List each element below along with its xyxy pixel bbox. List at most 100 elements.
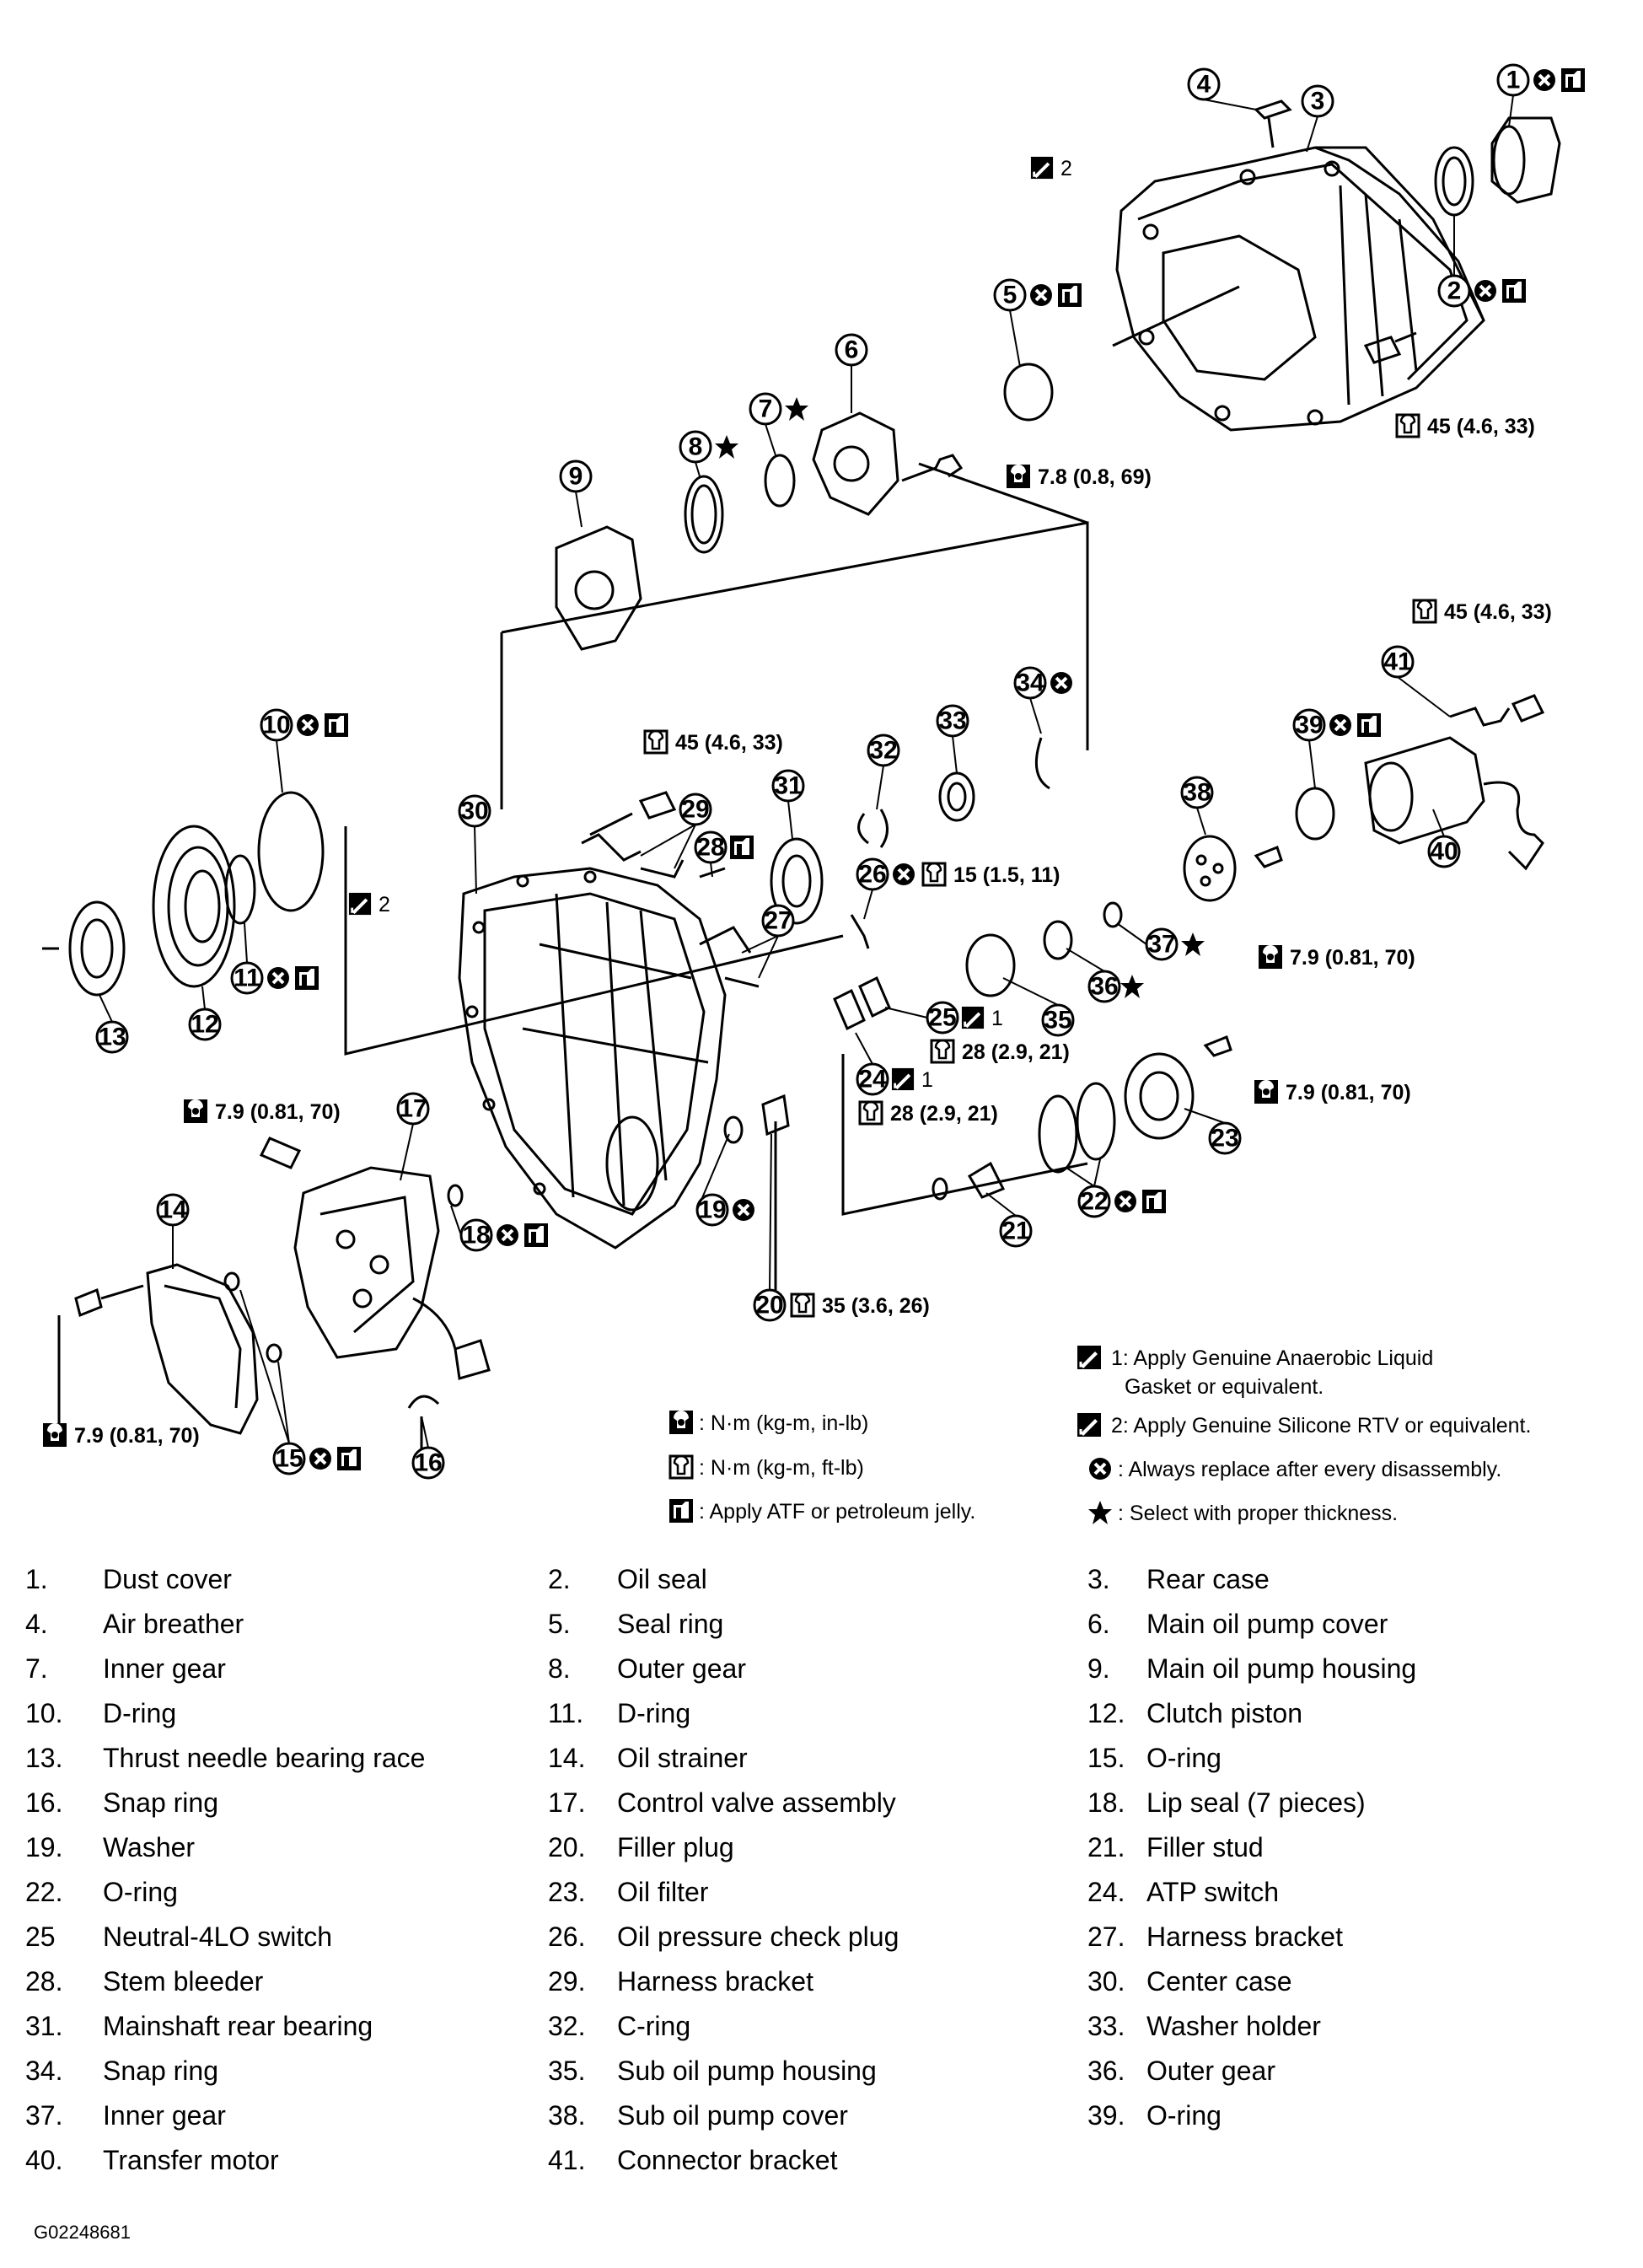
part-number: 38. (548, 2100, 586, 2131)
replace-icon (891, 862, 916, 887)
callout-9: 9 (559, 460, 593, 493)
part-label: Neutral-4LO switch (103, 1921, 333, 1952)
callout-24: 24 (856, 1062, 889, 1096)
svg-text:41: 41 (1383, 648, 1411, 676)
svg-text:27: 27 (764, 907, 792, 935)
svg-text:28: 28 (696, 834, 724, 862)
callout-11: 11 (230, 961, 264, 995)
callouts: 1 2 3 4 5 6 7 8 9 10 11 12 13 14 15 16 1… (95, 63, 1530, 1480)
torque-center-case: 45 (4.6, 33) (643, 729, 783, 755)
part-number: 39. (1087, 2100, 1125, 2131)
part-number: 16. (25, 1787, 63, 1818)
svg-text:7.9 (0.81, 70): 7.9 (0.81, 70) (74, 1424, 200, 1448)
star-icon (715, 435, 738, 459)
svg-text:22: 22 (1080, 1188, 1108, 1216)
replace-icon (295, 712, 320, 738)
svg-text:14: 14 (158, 1196, 187, 1224)
callout-10: 10 (260, 708, 293, 742)
callout-39: 39 (1292, 708, 1326, 742)
svg-text:1: Apply Genuine Anaerobic Liq: 1: Apply Genuine Anaerobic Liquid (1111, 1346, 1433, 1370)
svg-text:9: 9 (569, 463, 583, 491)
control-valve-group (57, 1137, 491, 1463)
part-number: 22. (25, 1877, 63, 1907)
svg-text:7: 7 (759, 395, 773, 423)
part-number: 2. (548, 1564, 571, 1594)
part-number: 7. (25, 1653, 48, 1684)
part-label: Outer gear (617, 1653, 746, 1684)
part-label: O-ring (1146, 2100, 1222, 2131)
svg-text:35: 35 (1044, 1007, 1071, 1035)
callout-16: 16 (411, 1446, 445, 1480)
svg-text:33: 33 (938, 707, 966, 735)
svg-text:: Select with proper thickness: : Select with proper thickness. (1118, 1502, 1398, 1525)
torque-main-pump-cover: 7.8 (0.8, 69) (1007, 465, 1152, 489)
part-number: 29. (548, 1966, 586, 1997)
center-case-group (344, 694, 1545, 1290)
replace-icon (1049, 670, 1074, 696)
svg-text:7.9 (0.81, 70): 7.9 (0.81, 70) (1286, 1081, 1411, 1104)
part-label: Main oil pump housing (1146, 1653, 1417, 1684)
part-number: 34. (25, 2056, 63, 2086)
svg-text:6: 6 (845, 336, 859, 364)
part-number: 41. (548, 2145, 586, 2175)
part-label: Inner gear (103, 1653, 226, 1684)
part-label: Outer gear (1146, 2056, 1275, 2086)
callout-17: 17 (396, 1092, 430, 1126)
callout-35: 35 (1041, 1003, 1075, 1037)
part-number: 30. (1087, 1966, 1125, 1997)
callout-38: 38 (1180, 776, 1214, 809)
part-label: Washer holder (1146, 2011, 1321, 2041)
legend-note2: 2: Apply Genuine Silicone RTV or equival… (1077, 1412, 1531, 1438)
callout-19: 19 (695, 1193, 729, 1227)
part-label: O-ring (1146, 1743, 1222, 1773)
atf-icon (730, 836, 754, 859)
svg-text:7.9 (0.81, 70): 7.9 (0.81, 70) (1290, 946, 1415, 970)
atf-icon (1142, 1190, 1166, 1213)
part-label: Main oil pump cover (1146, 1609, 1388, 1639)
part-label: Sub oil pump cover (617, 2100, 848, 2131)
part-number: 11. (548, 1698, 584, 1728)
part-label: Inner gear (103, 2100, 226, 2131)
callout-18: 18 (459, 1218, 493, 1252)
legend: : N·m (kg-m, in-lb) : N·m (kg-m, ft-lb) … (668, 1345, 1531, 1525)
part-label: Harness bracket (617, 1966, 813, 1997)
callout-33: 33 (936, 704, 969, 738)
part-number: 14. (548, 1743, 586, 1773)
callout-23: 23 (1208, 1121, 1242, 1155)
svg-text:28 (2.9, 21): 28 (2.9, 21) (962, 1040, 1070, 1064)
torque-control-valve: 7.9 (0.81, 70) (184, 1099, 341, 1124)
part-label: D-ring (103, 1698, 177, 1728)
part-number: 20. (548, 1832, 586, 1862)
svg-text:45 (4.6, 33): 45 (4.6, 33) (675, 731, 783, 755)
part-label: Oil strainer (617, 1743, 748, 1773)
callout-8: 8 (679, 430, 712, 464)
star-icon (785, 397, 808, 421)
callout-25: 25 (926, 1001, 959, 1035)
svg-text:15 (1.5, 11): 15 (1.5, 11) (953, 863, 1060, 887)
atf-icon (1357, 713, 1381, 737)
part-number: 27. (1087, 1921, 1125, 1952)
svg-text:7.8 (0.8, 69): 7.8 (0.8, 69) (1038, 465, 1152, 489)
part-number: 9. (1087, 1653, 1110, 1684)
part-number: 15. (1087, 1743, 1125, 1773)
part-number: 6. (1087, 1609, 1110, 1639)
part-number: 12. (1087, 1698, 1125, 1728)
part-number: 8. (548, 1653, 571, 1684)
part-label: Snap ring (103, 2056, 218, 2086)
part-label: Oil seal (617, 1564, 707, 1594)
part-label: Stem bleeder (103, 1966, 264, 1997)
callout-14: 14 (156, 1193, 190, 1227)
svg-text:19: 19 (698, 1196, 726, 1224)
part-number: 18. (1087, 1787, 1125, 1818)
part-label: Transfer motor (103, 2145, 279, 2175)
svg-text:39: 39 (1295, 712, 1323, 739)
svg-text:15: 15 (275, 1445, 303, 1473)
svg-text:36: 36 (1090, 973, 1118, 1001)
part-number: 35. (548, 2056, 586, 2086)
callout-13: 13 (95, 1020, 129, 1054)
callout-27: 27 (761, 904, 795, 938)
svg-text:: Apply ATF or petroleum jelly: : Apply ATF or petroleum jelly. (699, 1500, 975, 1524)
svg-text:34: 34 (1016, 669, 1044, 697)
part-label: Filler plug (617, 1832, 734, 1862)
part-number: 13. (25, 1743, 63, 1773)
